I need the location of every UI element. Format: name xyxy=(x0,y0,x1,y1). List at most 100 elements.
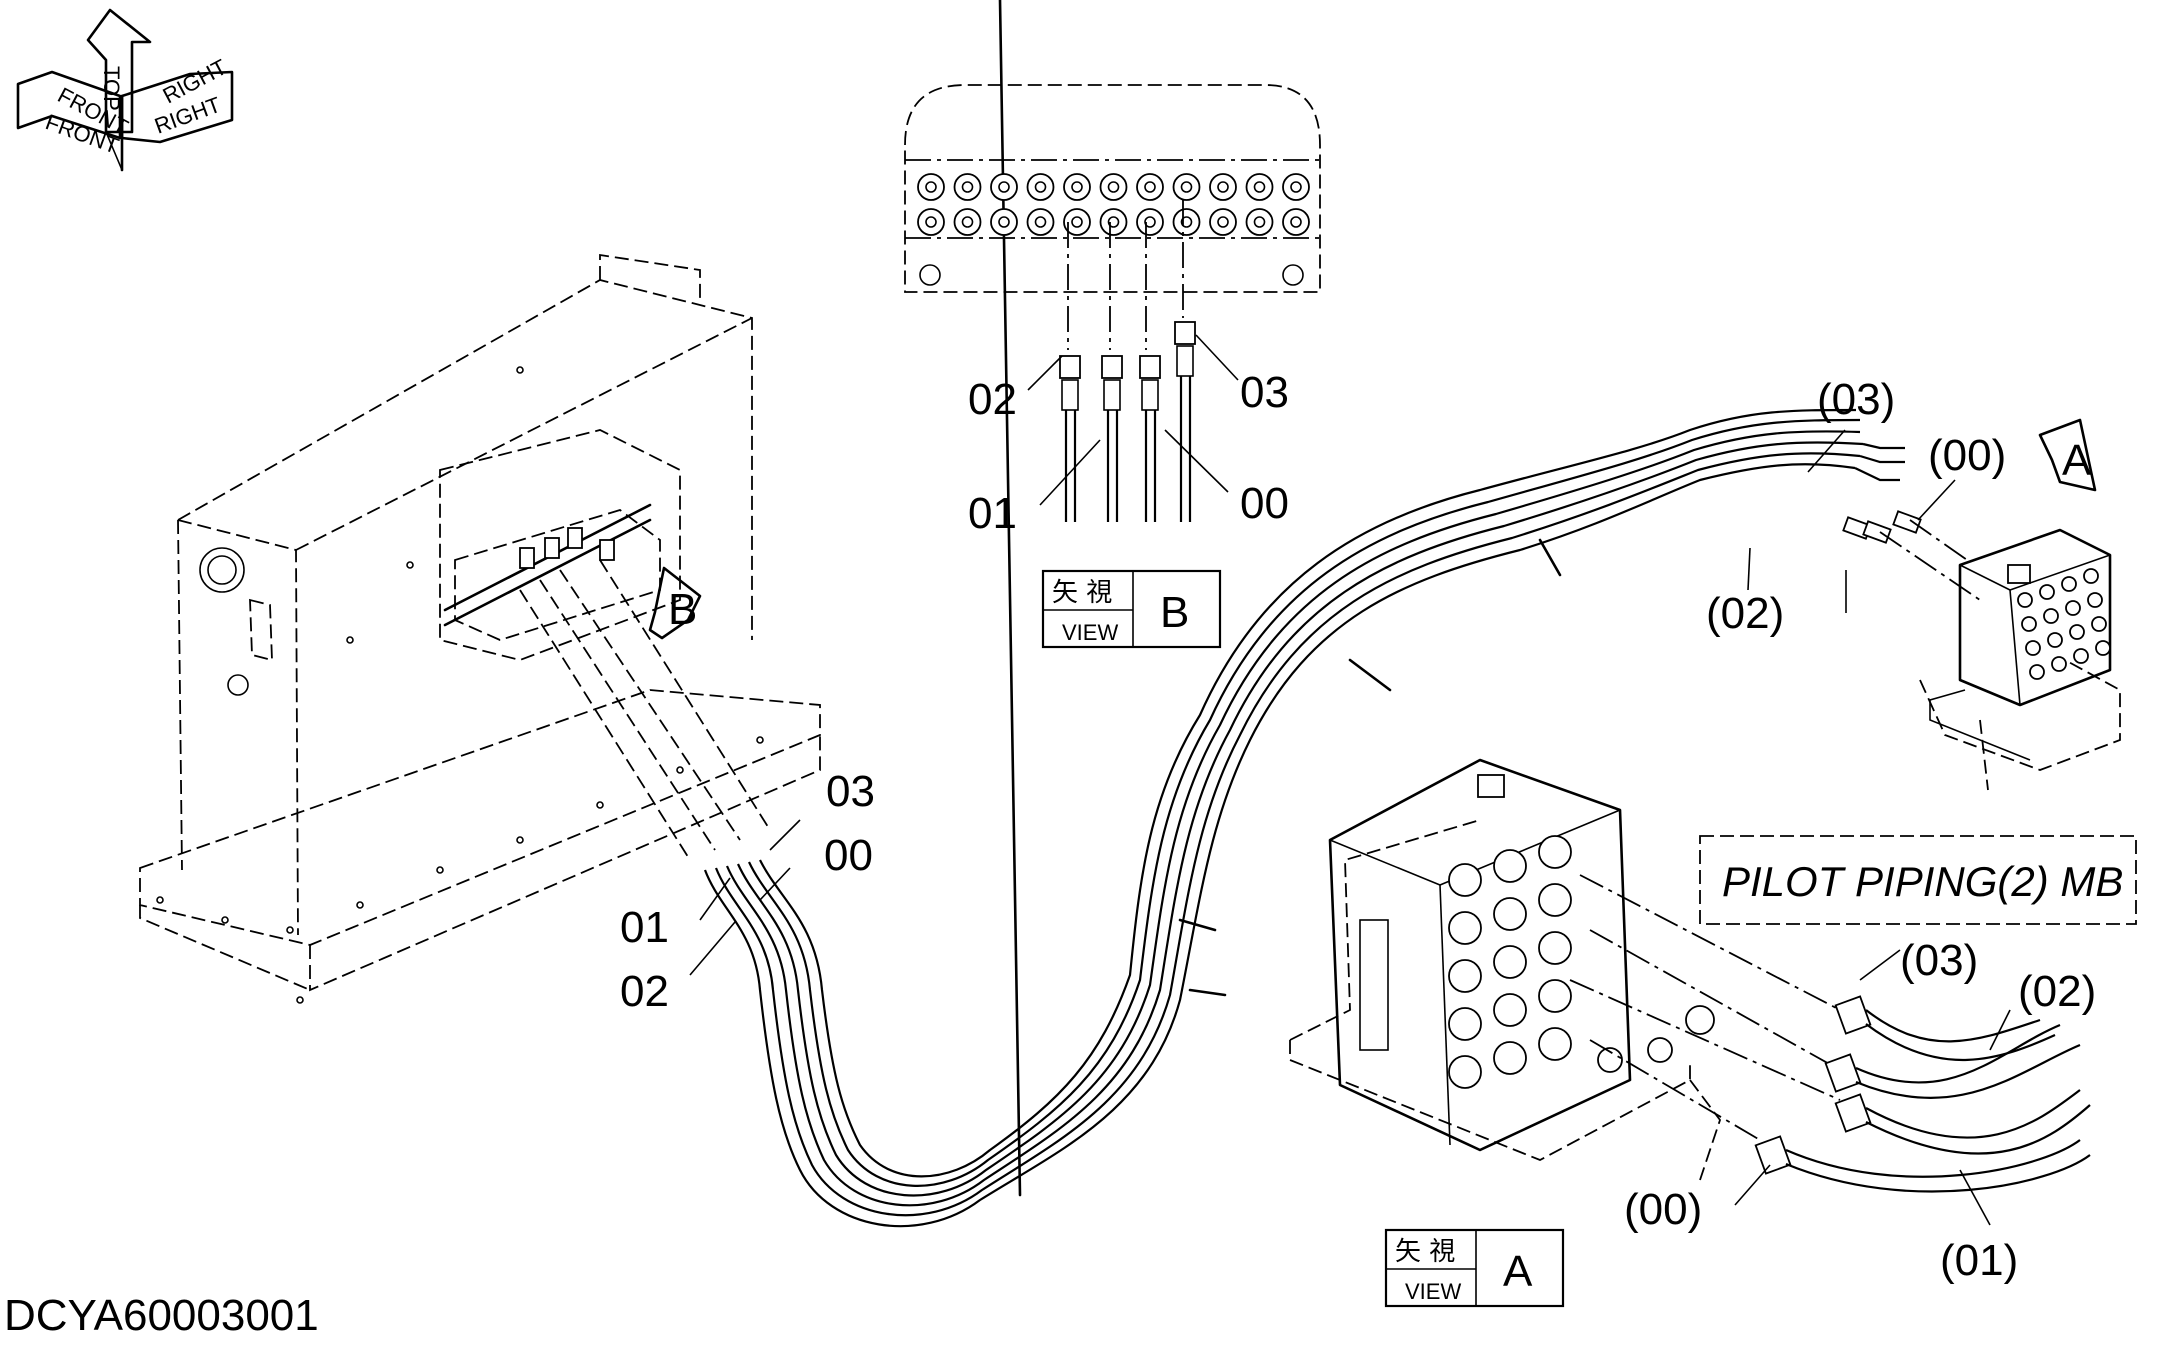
port-fitting-icon xyxy=(1099,173,1128,201)
port-fitting-icon xyxy=(1063,173,1091,201)
view-b-label-00: 00 xyxy=(1240,479,1289,528)
valve-port-icon xyxy=(1538,1027,1572,1061)
port-fitting-center xyxy=(998,216,1010,228)
port-fitting-center xyxy=(1034,216,1047,228)
view-b-port-rows xyxy=(917,173,1310,236)
view-b-title-box: 矢 視 VIEW B xyxy=(1041,569,1222,649)
valve-port-icon xyxy=(2021,616,2037,632)
port-fitting-icon xyxy=(1099,208,1128,236)
valve-port-icon xyxy=(1538,883,1572,917)
port-fitting-icon xyxy=(1245,173,1274,201)
valve-port-icon xyxy=(2083,568,2099,584)
hose-bundle xyxy=(519,0,1864,1228)
right-callout-02: (02) xyxy=(1706,589,1784,638)
right-callout-leaders xyxy=(1747,429,1981,613)
valve-port-icon xyxy=(1538,835,1572,869)
orientation-top-label: TOP xyxy=(99,66,124,111)
port-fitting-center xyxy=(961,216,974,228)
valve-port-icon xyxy=(1493,897,1527,931)
view-b-label-01: 01 xyxy=(968,489,1017,538)
port-fitting-icon xyxy=(1209,173,1237,201)
port-fitting-icon xyxy=(1026,173,1055,201)
port-fitting-center xyxy=(925,181,937,193)
port-fitting-center xyxy=(1071,181,1083,193)
view-b-label-03: 03 xyxy=(1240,368,1289,417)
port-fitting-icon xyxy=(990,173,1018,201)
port-fitting-icon xyxy=(1282,208,1310,236)
view-a-fitting-leaders xyxy=(1569,874,2091,1226)
port-fitting-icon xyxy=(1282,173,1310,201)
port-fitting-center xyxy=(1144,216,1156,228)
port-fitting-icon xyxy=(953,173,982,201)
reference-box: PILOT PIPING(2) MB xyxy=(1699,835,2137,925)
valve-port-icon xyxy=(2029,664,2045,680)
port-fitting-icon xyxy=(1172,173,1201,201)
port-fitting-center xyxy=(1107,181,1120,193)
port-fitting-icon xyxy=(1063,208,1091,236)
port-fitting-icon xyxy=(990,208,1018,236)
right-valve-ports xyxy=(2017,568,2111,680)
drawing-id: DCYA60003001 xyxy=(4,1291,319,1340)
left-callout-03: 03 xyxy=(826,767,875,816)
left-machine-housing xyxy=(139,253,821,1004)
valve-port-icon xyxy=(2039,584,2055,600)
right-valve-block xyxy=(1919,418,2121,791)
port-fitting-icon xyxy=(1245,208,1274,236)
orientation-arrows-icon: FRONT FRONT TOP RIGHT RIGHT xyxy=(16,8,234,172)
valve-port-icon xyxy=(2017,592,2033,608)
center-valve-block xyxy=(1289,758,1722,1181)
valve-port-icon xyxy=(2047,632,2063,648)
port-fitting-icon xyxy=(1172,208,1201,236)
view-b-kanji: 矢 視 xyxy=(1052,578,1112,608)
port-fitting-center xyxy=(1034,181,1047,193)
port-fitting-center xyxy=(961,181,974,193)
port-fitting-center xyxy=(1071,216,1083,228)
port-fitting-center xyxy=(925,216,937,228)
view-b-letter: B xyxy=(1160,588,1189,637)
right-callout-00: (00) xyxy=(1928,431,2006,480)
view-b-fittings xyxy=(1059,321,1196,522)
valve-port-icon xyxy=(1493,849,1527,883)
center-valve-ports xyxy=(1448,835,1572,1089)
valve-port-icon xyxy=(2025,640,2041,656)
view-a-label-01: (01) xyxy=(1940,1236,2018,1285)
view-a-label-02: (02) xyxy=(2018,967,2096,1016)
port-fitting-center xyxy=(1253,216,1266,228)
port-fitting-icon xyxy=(1026,208,1055,236)
left-callout-00: 00 xyxy=(824,831,873,880)
port-fitting-icon xyxy=(953,208,982,236)
view-b-view-word: VIEW xyxy=(1062,620,1118,645)
valve-port-icon xyxy=(1448,959,1482,993)
port-fitting-icon xyxy=(1136,173,1164,201)
valve-port-icon xyxy=(2095,640,2111,656)
view-b-marker: B xyxy=(648,566,702,640)
view-a-kanji: 矢 視 xyxy=(1395,1237,1455,1267)
valve-port-icon xyxy=(2091,616,2107,632)
port-fitting-icon xyxy=(917,208,945,236)
valve-port-icon xyxy=(1448,911,1482,945)
view-b-inset xyxy=(904,84,1321,522)
view-a-label-00: (00) xyxy=(1624,1185,1702,1234)
valve-port-icon xyxy=(1448,863,1482,897)
reference-box-text: PILOT PIPING(2) MB xyxy=(1722,858,2123,905)
port-fitting-icon xyxy=(1136,208,1164,236)
valve-port-icon xyxy=(1448,1055,1482,1089)
valve-port-icon xyxy=(2073,648,2089,664)
port-fitting-center xyxy=(1180,181,1193,193)
view-a-title-box: 矢 視 VIEW A xyxy=(1384,1228,1565,1308)
port-fitting-center xyxy=(1253,181,1266,193)
housing-bolts xyxy=(156,366,764,1004)
hose-bundle-lines xyxy=(703,408,1864,1228)
valve-port-icon xyxy=(1493,945,1527,979)
valve-port-icon xyxy=(1538,931,1572,965)
port-fitting-center xyxy=(998,181,1010,193)
valve-port-icon xyxy=(1493,993,1527,1027)
view-a-view-word: VIEW xyxy=(1405,1279,1461,1304)
port-fitting-center xyxy=(1290,181,1302,193)
port-fitting-center xyxy=(1144,181,1156,193)
valve-port-icon xyxy=(2043,608,2059,624)
view-a-letter: A xyxy=(1503,1247,1533,1296)
left-callout-02: 02 xyxy=(620,967,669,1016)
left-callout-01: 01 xyxy=(620,903,669,952)
